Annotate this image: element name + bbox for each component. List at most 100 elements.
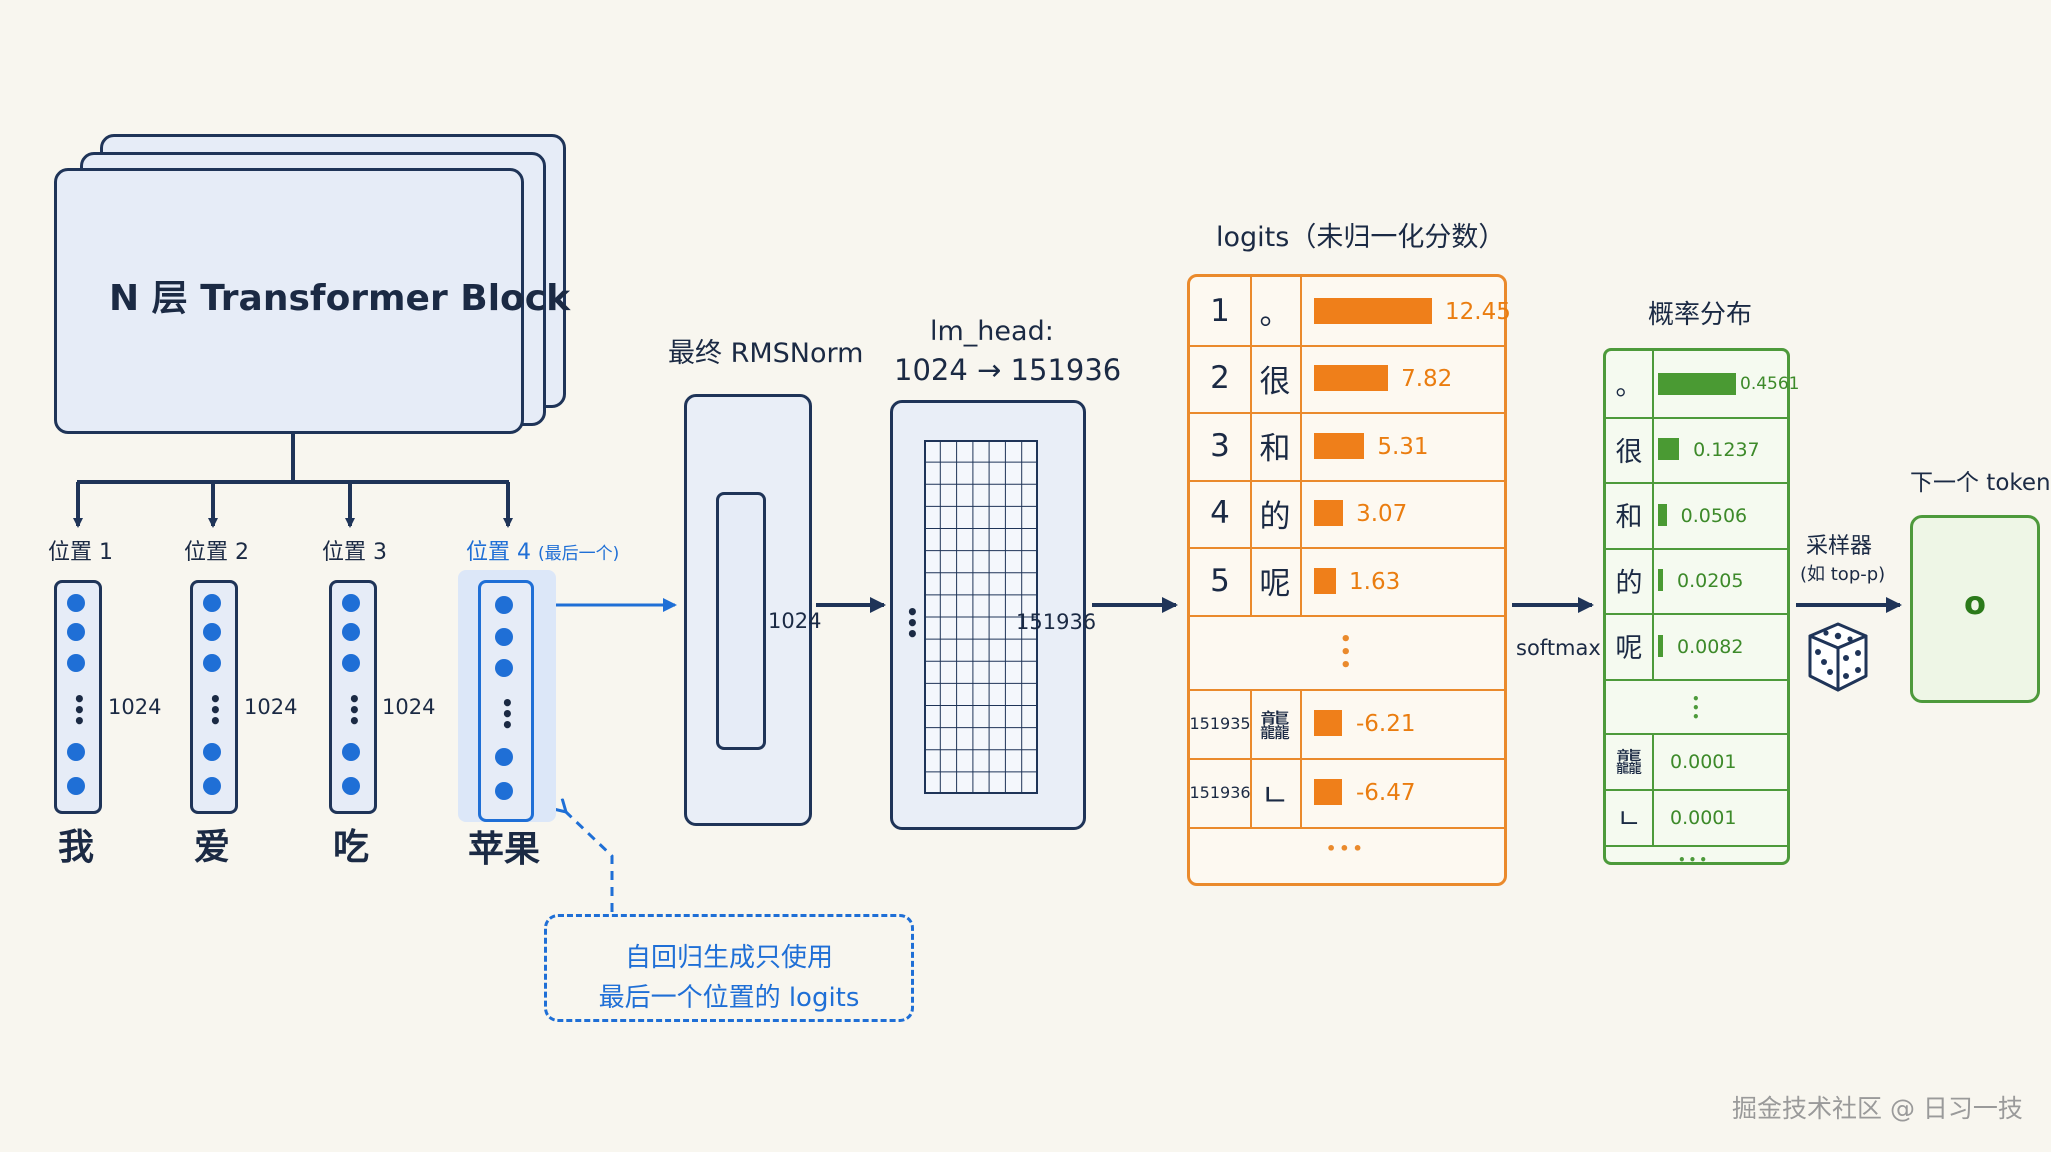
hidden-vector-1 (54, 580, 102, 814)
logit-index: 4 (1190, 479, 1252, 547)
prob-token: ㄴ (1606, 788, 1654, 845)
logit-token: 和 (1250, 412, 1302, 480)
logit-value: 7.82 (1401, 366, 1453, 393)
vector-dot (67, 743, 85, 761)
position-label-4-text: 位置 4 (466, 540, 531, 565)
vector-dot (203, 654, 221, 672)
vector-dot (495, 748, 513, 766)
vector-dot (203, 623, 221, 641)
vector-dot (203, 777, 221, 795)
position-label-3: 位置 3 (322, 540, 387, 565)
logit-token: 很 (1250, 344, 1302, 412)
prob-tail-row: 龘 0.0001 (1606, 732, 1787, 791)
word-4: 苹果 (468, 829, 541, 870)
hidden-vector-4 (478, 580, 534, 822)
vector-dot (342, 623, 360, 641)
prob-token: 呢 (1606, 613, 1654, 679)
logit-bar (1314, 710, 1342, 736)
transformer-block: N 层 Transformer Block (54, 168, 570, 434)
prob-value: 0.0001 (1670, 750, 1737, 773)
note-pointer (566, 812, 614, 912)
prob-row: 的 0.0205 (1606, 547, 1787, 615)
word-3: 吃 (333, 827, 370, 868)
prob-value: 0.4561 (1740, 373, 1800, 394)
prob-more: ••• (1678, 852, 1711, 867)
vector-dot (342, 654, 360, 672)
logit-index: 2 (1190, 344, 1252, 412)
logit-index: 151936 (1189, 757, 1252, 827)
dim-label-2: 1024 (244, 695, 298, 719)
vector-dot (342, 777, 360, 795)
next-token-box: o (1910, 515, 2040, 703)
logit-bar (1314, 297, 1432, 324)
position-label-4: 位置 4 (最后一个) (466, 542, 619, 564)
vector-dot (67, 777, 85, 795)
logit-value: -6.47 (1356, 780, 1416, 806)
sampler-note: (如 top-p) (1800, 564, 1886, 585)
vector-dot (67, 623, 85, 641)
dice-icon (1808, 622, 1868, 692)
prob-bar (1658, 503, 1667, 526)
hidden-vector-2 (190, 580, 238, 814)
logit-index: 3 (1190, 412, 1252, 480)
note-line-1: 自回归生成只使用 (624, 943, 833, 973)
vector-dot (342, 594, 360, 612)
logit-token: 。 (1250, 277, 1302, 345)
sampler-title: 采样器 (1806, 534, 1873, 559)
dim-label-3: 1024 (382, 695, 436, 719)
logit-token: ㄴ (1250, 757, 1302, 827)
word-2: 爱 (194, 827, 231, 868)
lmhead-ellipsis: ••• (906, 602, 919, 644)
prob-row: 。0.4561 (1606, 351, 1799, 419)
logits-ellipsis: ••• (1340, 628, 1352, 676)
logit-value: 3.07 (1356, 501, 1408, 528)
prob-value: 0.0205 (1677, 570, 1744, 593)
logit-index: 1 (1190, 277, 1252, 345)
vector-dot (342, 743, 360, 761)
prob-token: 和 (1606, 482, 1654, 548)
logit-bar (1314, 500, 1344, 527)
note-line-2: 最后一个位置的 logits (598, 983, 860, 1013)
lmhead-dim: 151936 (1016, 610, 1097, 634)
prob-title: 概率分布 (1648, 300, 1753, 330)
softmax-label: softmax (1516, 636, 1601, 660)
vector-dot (495, 782, 513, 800)
vector-dot (495, 659, 513, 677)
logit-bar (1314, 365, 1389, 392)
logits-row: 1。12.45 (1190, 277, 1511, 347)
logits-ellipsis-row: ••• (1190, 615, 1504, 691)
prob-value: 0.1237 (1693, 439, 1760, 462)
vector-ellipsis: ••• (73, 689, 86, 731)
logit-bar (1314, 432, 1365, 459)
vector-ellipsis: ••• (348, 689, 361, 731)
logit-bar (1314, 779, 1342, 805)
prob-value: 0.0082 (1677, 635, 1744, 658)
prob-bar (1658, 634, 1663, 657)
vector-dot (203, 743, 221, 761)
prob-ellipsis-row: ••• (1606, 679, 1787, 735)
logits-title: logits（未归一化分数） (1216, 222, 1506, 253)
prob-token: 的 (1606, 547, 1654, 613)
logit-value: 5.31 (1377, 433, 1429, 460)
position-label-1: 位置 1 (48, 540, 113, 565)
vector-dot (495, 628, 513, 646)
logit-index: 5 (1190, 547, 1252, 615)
prob-token: 龘 (1606, 732, 1654, 789)
rmsnorm-vector (716, 492, 766, 750)
rmsnorm-title: 最终 RMSNorm (668, 338, 864, 369)
logits-more: ••• (1326, 838, 1366, 858)
lmhead-title-1: lm_head: (930, 316, 1054, 347)
logit-bar (1314, 567, 1336, 594)
transformer-title: N 层 Transformer Block (109, 278, 571, 319)
rmsnorm-dim: 1024 (768, 609, 822, 633)
dim-label-1: 1024 (108, 695, 162, 719)
